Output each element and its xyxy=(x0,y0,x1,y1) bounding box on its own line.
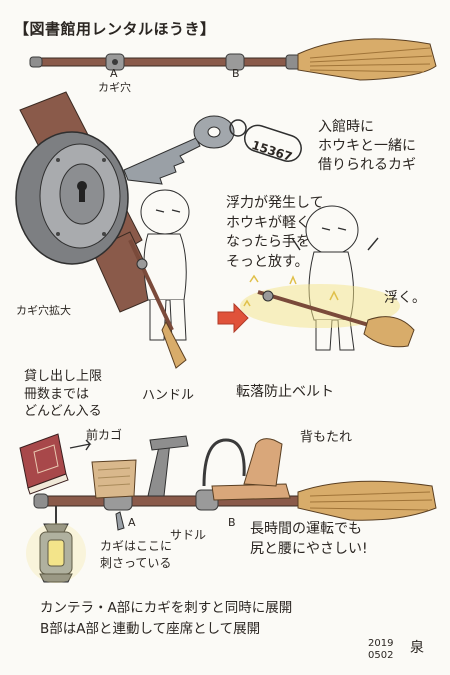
long-ride-note: 長時間の運転でも 尻と腰にやさしい! xyxy=(250,521,368,557)
backrest-label: 背もたれ xyxy=(300,430,353,445)
keyhole-zoom-caption: カギ穴拡大 xyxy=(16,304,71,317)
broom-expanded-illustration xyxy=(19,433,437,583)
expanded-part-b-label: B xyxy=(228,516,236,529)
backrest-illustration xyxy=(243,438,283,487)
artist-signature: 泉 xyxy=(410,640,424,656)
front-basket-illustration xyxy=(91,459,137,499)
figure-holding-broom-illustration xyxy=(128,189,190,369)
key-illustration xyxy=(123,115,302,185)
front-basket-label: 前カゴ xyxy=(86,428,123,442)
book-illustration xyxy=(19,433,69,495)
key-inserted-note: カギはここに 刺さっている xyxy=(100,539,173,570)
broom-part-a-label: A xyxy=(110,67,118,80)
mechanism-notes: カンテラ・A部にカギを刺すと同時に展開 B部はA部と連動して座席として展開 xyxy=(40,600,293,637)
borrow-limit-note: 貸し出し上限 冊数までは どんどん入る xyxy=(24,369,103,420)
keyhole-caption: カギ穴 xyxy=(98,81,131,94)
broom-closed-illustration xyxy=(29,38,437,81)
expanded-part-a-label: A xyxy=(128,516,136,529)
fall-prevention-belt-label: 転落防止ベルト xyxy=(236,384,334,400)
float-instruction-note: 浮力が発生して ホウキが軽く なったら手を そっと放す。 xyxy=(226,195,324,270)
saddle-label: サドル xyxy=(170,528,207,542)
handle-label: ハンドル xyxy=(142,388,195,403)
transition-arrow xyxy=(217,302,249,334)
keyhole-closeup-illustration xyxy=(15,91,161,313)
broom-part-b-label: B xyxy=(232,67,240,80)
floats-label: 浮く。 xyxy=(384,290,426,306)
drawing-date: 2019 0502 xyxy=(368,638,394,661)
key-note: 入館時に ホウキと一緒に 借りられるカギ xyxy=(318,119,416,173)
seat-illustration xyxy=(211,483,291,501)
figure-floating-broom-illustration xyxy=(240,205,415,351)
lantern-illustration xyxy=(26,506,86,583)
page-title: 【図書館用レンタルほうき】 xyxy=(14,20,216,38)
